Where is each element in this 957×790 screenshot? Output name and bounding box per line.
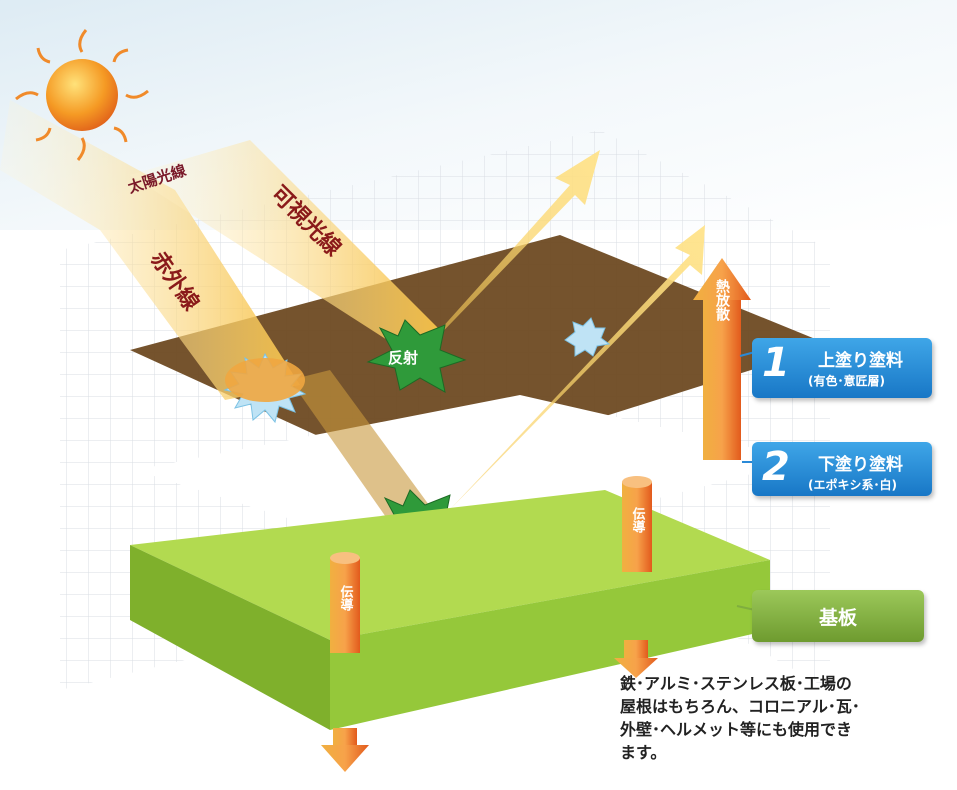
under-coat-layer xyxy=(135,395,805,560)
under-coat-label: 2 下塗り塗料 (エポキシ系･白) xyxy=(752,442,932,496)
heat-arrow-down-left xyxy=(321,728,369,772)
reflected-beam-1 xyxy=(395,150,600,350)
top-coat-label: 1 上塗り塗料 (有色･意匠層) xyxy=(752,338,932,398)
usage-caption: 鉄･アルミ･ステンレス板･工場の 屋根はもちろん、コロニアル･瓦･ 外壁･ヘルメ… xyxy=(620,674,860,762)
under-coat-number: 2 xyxy=(762,444,790,490)
conduction-cylinder-left xyxy=(330,552,360,653)
conduction-label-right: 伝導 xyxy=(630,506,646,534)
conduction-cylinder-right xyxy=(622,476,652,572)
substrate-name: 基板 xyxy=(818,607,857,629)
substrate-side-left xyxy=(130,545,330,730)
top-coat-name: 上塗り塗料 xyxy=(818,351,903,371)
heat-arrow-down-right xyxy=(614,640,658,678)
substrate-top xyxy=(130,490,770,640)
conduction-label-left: 伝導 xyxy=(338,584,354,612)
substrate-label: 基板 xyxy=(752,590,924,642)
top-coat-note: (有色･意匠層) xyxy=(808,374,885,388)
heat-arrow-icon xyxy=(693,258,751,460)
heat-dissipation-label: 熱放散 xyxy=(714,278,731,322)
infrared-beam xyxy=(0,100,300,400)
top-coat-number: 1 xyxy=(762,340,790,386)
sun-icon xyxy=(15,29,149,161)
reflection-burst-icon xyxy=(366,319,467,393)
visible-beam xyxy=(130,140,440,345)
under-coat-name: 下塗り塗料 xyxy=(818,455,903,475)
reflection-label-top: 反射 xyxy=(388,349,418,367)
transmitted-beam xyxy=(290,370,440,530)
substrate-side-front xyxy=(330,560,770,730)
under-coat-note: (エポキシ系･白) xyxy=(808,478,897,492)
